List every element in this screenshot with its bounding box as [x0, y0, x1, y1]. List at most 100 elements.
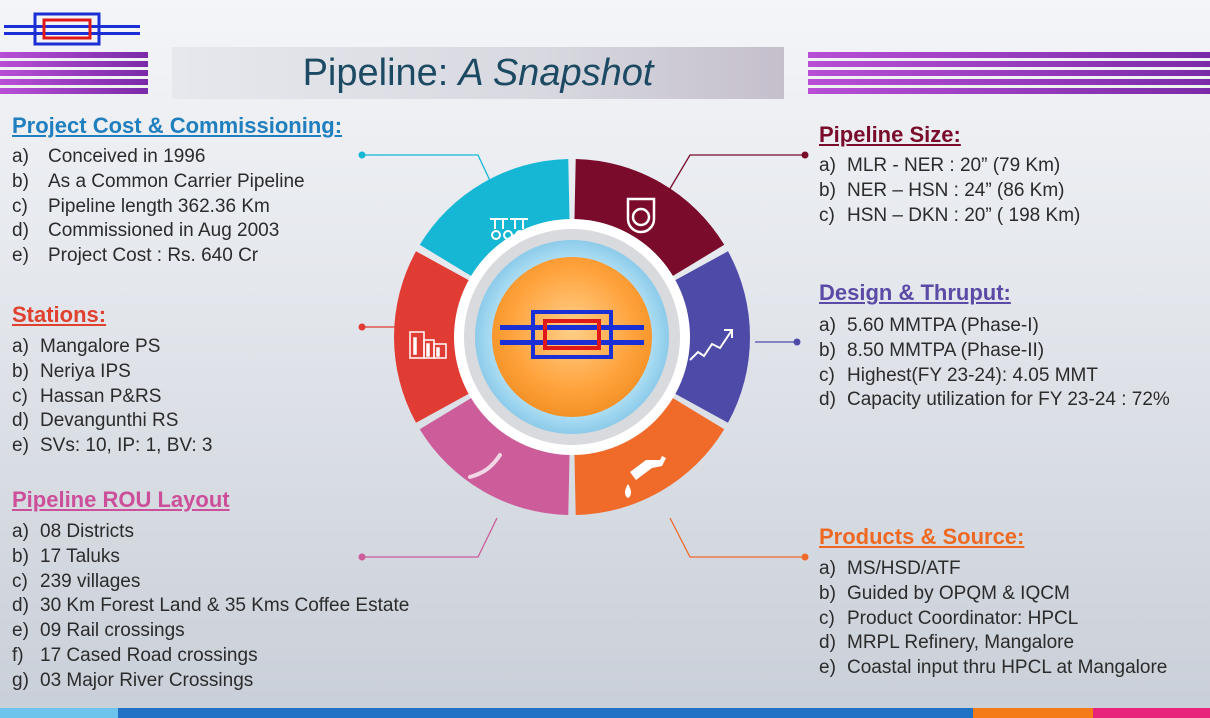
rou-section-title: Pipeline ROU Layout	[12, 487, 230, 512]
pipe-section-icon	[626, 197, 656, 234]
products-item-label: d)	[819, 632, 836, 654]
products-item-text: Product Coordinator: HPCL	[847, 607, 1079, 629]
products-item-label: e)	[819, 657, 836, 679]
segment-stations	[394, 251, 480, 423]
cost-item-label: c)	[12, 195, 28, 217]
size-list-item: b) NER – HSN : 24” (86 Km)	[819, 179, 1080, 204]
rou-list-item: g) 03 Major River Crossings	[12, 669, 409, 694]
design-list-item: b) 8.50 MMTPA (Phase-II)	[819, 339, 1170, 364]
products-item-text: Guided by OPQM & IQCM	[847, 582, 1070, 604]
rou-item-text: 03 Major River Crossings	[40, 669, 254, 691]
cost-item-label: a)	[12, 146, 29, 167]
cost-item-text: Project Cost : Rs. 640 Cr	[48, 245, 259, 267]
products-list-item: d) MRPL Refinery, Mangalore	[819, 631, 1167, 656]
cost-item-text: Pipeline length 362.36 Km	[48, 195, 270, 217]
design-list-item: a) 5.60 MMTPA (Phase-I)	[819, 314, 1170, 339]
products-section-title: Products & Source:	[819, 524, 1025, 549]
stations-list-item: c)Hassan P&RS	[12, 385, 213, 410]
products-item-text: MRPL Refinery, Mangalore	[847, 632, 1075, 654]
cost-list-item: b)As a Common Carrier Pipeline	[12, 170, 305, 195]
fuel-nozzle-icon	[625, 456, 666, 498]
rou-item-label: e)	[12, 620, 29, 642]
stations-item-text: Neriya IPS	[40, 360, 131, 382]
cost-item-label: b)	[12, 170, 29, 192]
rou-item-label: c)	[12, 570, 28, 592]
rou-item-text: 17 Cased Road crossings	[40, 644, 258, 666]
title-plain: Pipeline:	[302, 51, 449, 94]
stations-item-text: Mangalore PS	[40, 336, 161, 357]
design-item-text: Highest(FY 23-24): 4.05 MMT	[847, 364, 1098, 386]
products-item-label: c)	[819, 607, 835, 629]
snapshot-wheel	[394, 159, 750, 515]
page-title: Pipeline: A Snapshot	[172, 47, 784, 99]
rou-list-item: e) 09 Rail crossings	[12, 619, 409, 644]
stations-list-item: e)SVs: 10, IP: 1, BV: 3	[12, 434, 213, 459]
products-list-item: c) Product Coordinator: HPCL	[819, 607, 1167, 632]
design-list-item: c) Highest(FY 23-24): 4.05 MMT	[819, 364, 1170, 389]
stations-item-label: d)	[12, 410, 29, 432]
size-section-title: Pipeline Size:	[819, 122, 961, 147]
size-item-text: HSN – DKN : 20” ( 198 Km)	[847, 204, 1081, 226]
products-item-text: Coastal input thru HPCL at Mangalore	[847, 657, 1168, 679]
rou-list-item: a) 08 Districts	[12, 520, 409, 545]
rou-item-label: a)	[12, 521, 29, 542]
rou-item-text: 30 Km Forest Land & 35 Kms Coffee Estate	[40, 595, 410, 617]
size-item-text: MLR - NER : 20” (79 Km)	[847, 155, 1061, 176]
cost-list: a) Conceived in 1996 b)As a Common Carrier…	[12, 145, 305, 269]
stations-item-label: e)	[12, 435, 29, 457]
size-list-item: a) MLR - NER : 20” (79 Km)	[819, 154, 1080, 179]
segment-design	[664, 251, 750, 423]
cost-item-label: d)	[12, 220, 29, 242]
design-list: a) 5.60 MMTPA (Phase-I) b) 8.50 MMTPA (Phas…	[819, 314, 1170, 413]
segment-products	[574, 391, 725, 515]
stations-item-label: b)	[12, 360, 29, 382]
size-item-label: b)	[819, 179, 836, 201]
rou-item-label: d)	[12, 595, 29, 617]
stations-list-item: a) Mangalore PS	[12, 335, 213, 360]
cost-item-label: e)	[12, 245, 29, 267]
stations-item-label: c)	[12, 385, 28, 407]
title-italic: A Snapshot	[458, 51, 654, 94]
rou-item-text: 09 Rail crossings	[40, 620, 185, 642]
design-item-label: a)	[819, 315, 836, 336]
cost-list-item: c) Pipeline length 362.36 Km	[12, 195, 305, 220]
products-list-item: a)MS/HSD/ATF	[819, 557, 1167, 582]
rou-list-item: d) 30 Km Forest Land & 35 Kms Coffee Esta…	[12, 594, 409, 619]
products-item-text: MS/HSD/ATF	[847, 558, 961, 579]
segment-rou	[419, 391, 570, 515]
size-item-label: a)	[819, 155, 836, 176]
design-item-label: c)	[819, 364, 835, 386]
size-item-text: NER – HSN : 24” (86 Km)	[847, 179, 1065, 201]
center-pipeline-logo-icon	[500, 310, 644, 359]
products-list-item: e) Coastal input thru HPCL at Mangalore	[819, 656, 1167, 681]
pipeline-logo-icon	[4, 12, 140, 46]
design-section-title: Design & Thruput:	[819, 280, 1011, 305]
rou-item-text: 17 Taluks	[40, 545, 120, 567]
stations-item-label: a)	[12, 336, 29, 357]
pipe-segment-icon	[468, 453, 502, 479]
products-item-label: b)	[819, 582, 836, 604]
rou-item-text: 239 villages	[40, 570, 141, 592]
stations-list-item: d)Devangunthi RS	[12, 409, 213, 434]
cost-section-title: Project Cost & Commissioning:	[12, 113, 343, 138]
design-list-item: d)Capacity utilization for FY 23-24 : 72…	[819, 388, 1170, 413]
design-item-text: 5.60 MMTPA (Phase-I)	[847, 315, 1039, 336]
station-building-icon	[409, 331, 447, 359]
rou-list-item: f)17 Cased Road crossings	[12, 644, 409, 669]
cost-item-text: Conceived in 1996	[48, 146, 206, 167]
decorative-bars-right	[808, 52, 1210, 96]
bottom-color-bar	[0, 708, 1210, 718]
growth-chart-icon	[689, 329, 733, 361]
cost-list-item: d)Commissioned in Aug 2003	[12, 219, 305, 244]
cost-list-item: e) Project Cost : Rs. 640 Cr	[12, 244, 305, 269]
rou-item-label: g)	[12, 669, 29, 691]
rou-item-text: 08 Districts	[40, 521, 134, 542]
design-item-label: b)	[819, 339, 836, 361]
design-item-text: 8.50 MMTPA (Phase-II)	[847, 339, 1045, 361]
pumps-icon	[490, 218, 528, 240]
rou-item-label: b)	[12, 545, 29, 567]
design-item-label: d)	[819, 389, 836, 411]
rou-list-item: b) 17 Taluks	[12, 545, 409, 570]
